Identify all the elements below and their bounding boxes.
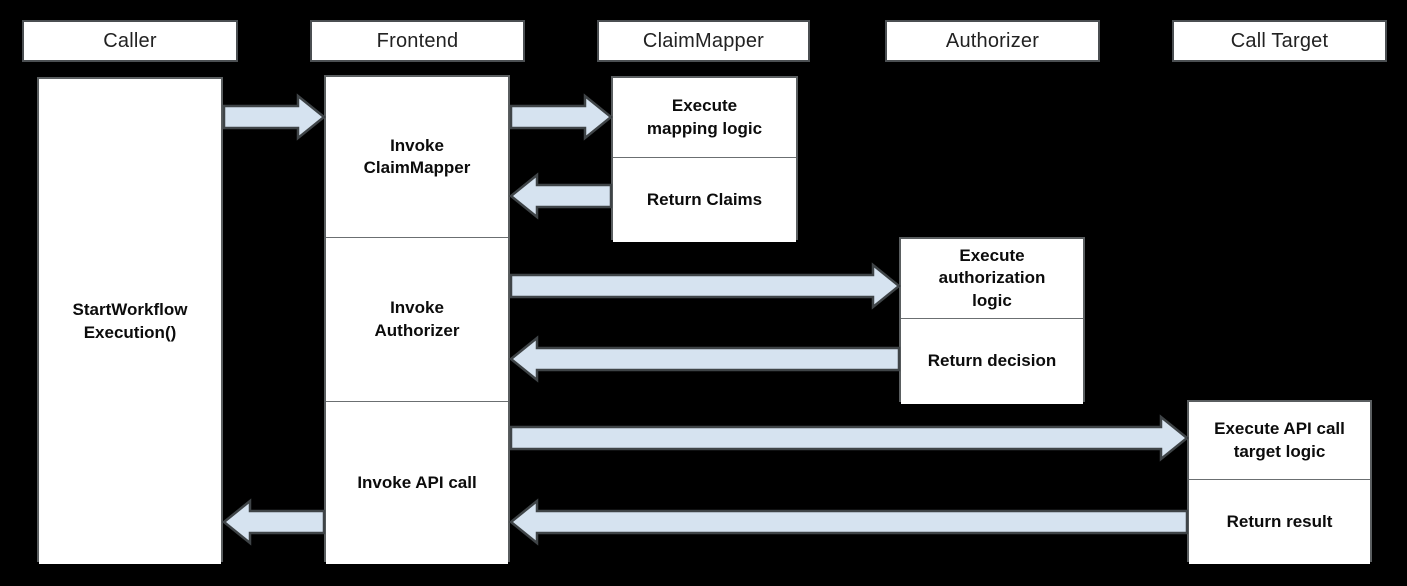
- message-arrow-frontend-to-caller[interactable]: [221, 498, 327, 546]
- message-arrow-caller-to-frontend[interactable]: [221, 93, 327, 141]
- block-arrow-icon: [509, 498, 1189, 546]
- activation-cell-return-claims[interactable]: Return Claims: [613, 158, 796, 242]
- activation-cell-label: Invoke API call: [357, 472, 477, 492]
- activation-cell-label: Return result: [1226, 511, 1333, 531]
- block-arrow-icon: [509, 93, 613, 141]
- message-arrow-calltarget-to-frontend[interactable]: [508, 498, 1190, 546]
- participant-label: Frontend: [376, 29, 459, 52]
- block-arrow-icon: [222, 93, 326, 141]
- participant-header-frontend[interactable]: Frontend: [310, 20, 525, 62]
- participant-label: Call Target: [1230, 29, 1329, 52]
- participant-label: Caller: [103, 29, 157, 52]
- participant-label: Authorizer: [945, 29, 1040, 52]
- participant-header-authorizer[interactable]: Authorizer: [885, 20, 1100, 62]
- activation-cell-return-result[interactable]: Return result: [1189, 480, 1370, 564]
- message-arrow-frontend-to-authorizer[interactable]: [508, 262, 902, 310]
- message-arrow-authorizer-to-frontend[interactable]: [508, 335, 902, 383]
- block-arrow-icon: [509, 414, 1189, 462]
- participant-header-calltarget[interactable]: Call Target: [1172, 20, 1387, 62]
- block-arrow-icon: [509, 262, 901, 310]
- participant-header-caller[interactable]: Caller: [22, 20, 238, 62]
- activation-cell-label: Return Claims: [646, 189, 763, 209]
- message-arrow-claimmapper-to-frontend[interactable]: [508, 172, 614, 220]
- activation-cell-return-decision[interactable]: Return decision: [901, 319, 1083, 404]
- activation-cell-invoke-api-call[interactable]: Invoke API call: [326, 402, 508, 564]
- message-arrow-frontend-to-calltarget[interactable]: [508, 414, 1190, 462]
- message-arrow-frontend-to-claimmapper[interactable]: [508, 93, 614, 141]
- block-arrow-icon: [222, 498, 326, 546]
- participant-label: ClaimMapper: [642, 29, 765, 52]
- block-arrow-icon: [509, 335, 901, 383]
- block-arrow-icon: [509, 172, 613, 220]
- participant-header-claimmapper[interactable]: ClaimMapper: [597, 20, 810, 62]
- activation-cell-label: Return decision: [927, 351, 1057, 371]
